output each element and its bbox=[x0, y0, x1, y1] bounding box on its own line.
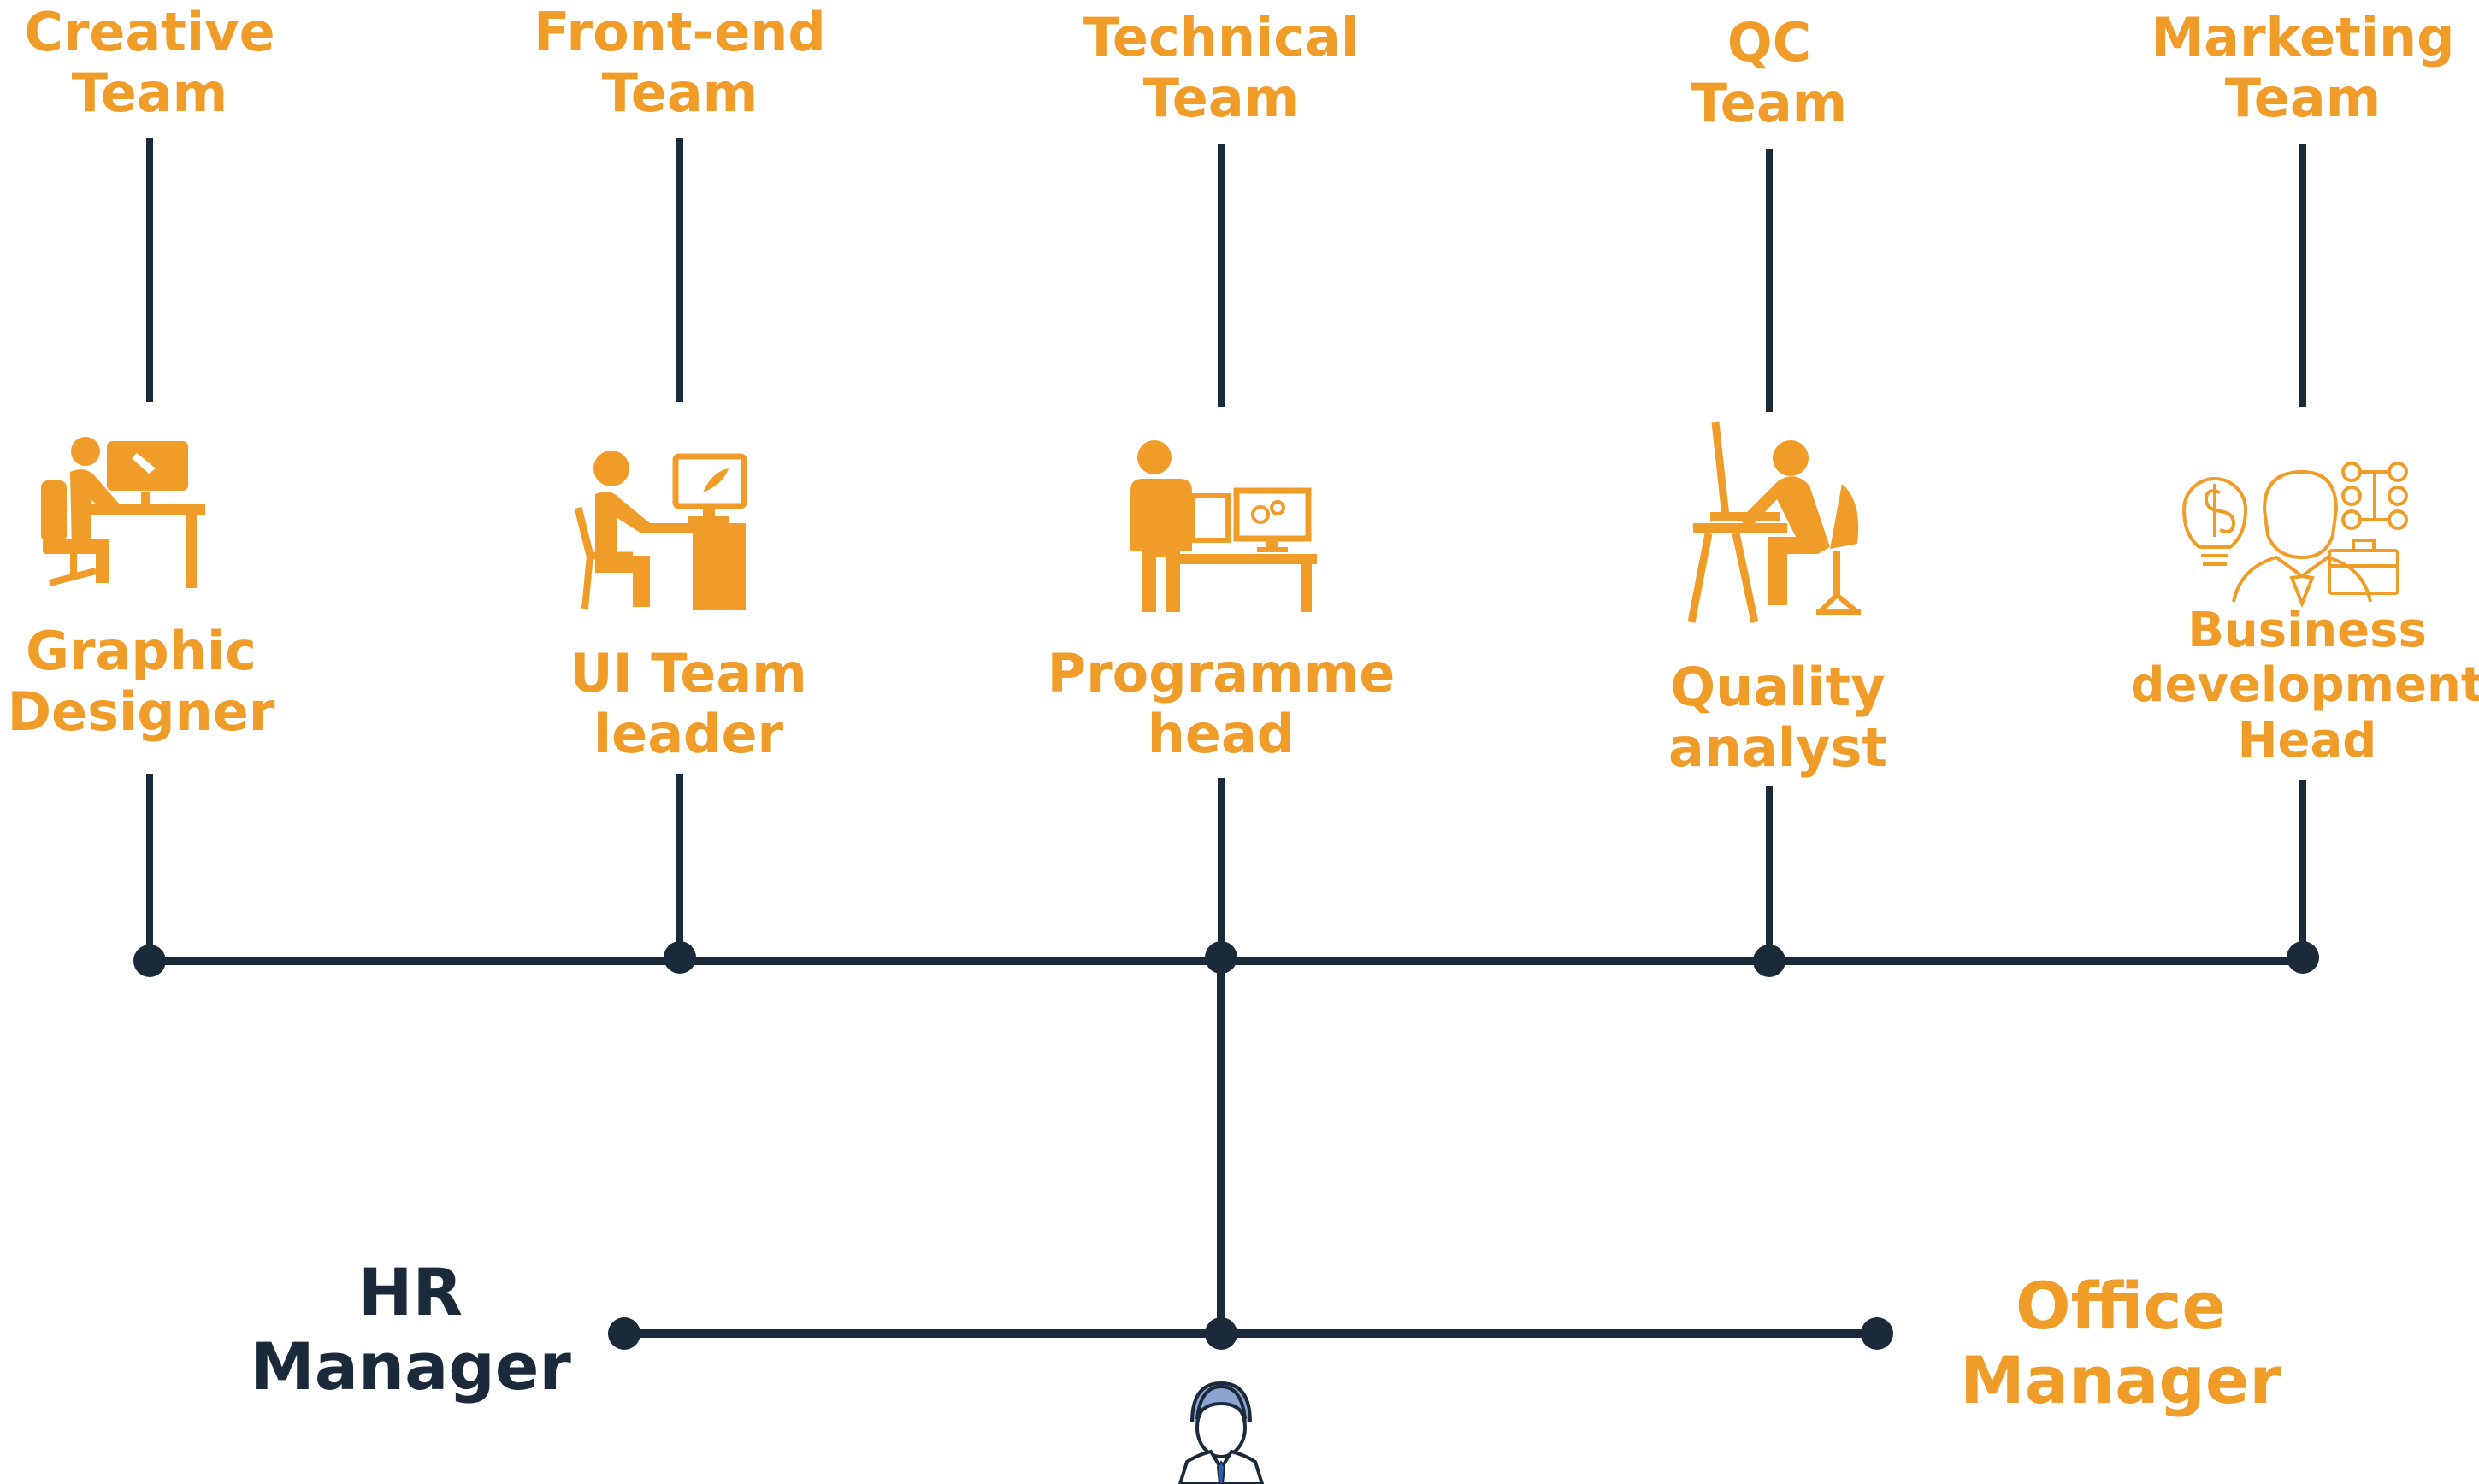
graphic-designer-icon bbox=[41, 437, 205, 588]
role-label-quality-analyst: Quality analyst bbox=[1632, 657, 1923, 779]
node-qc bbox=[1753, 945, 1785, 977]
team-label-marketing: Marketing Team bbox=[2132, 7, 2474, 129]
team-label-technical: Technical Team bbox=[1071, 7, 1371, 129]
role-label-programme-head: Programme head bbox=[1042, 643, 1401, 765]
team-label-line: Technical bbox=[1083, 6, 1360, 68]
team-label-line: QC bbox=[1726, 11, 1812, 74]
team-label-qc: QC Team bbox=[1641, 12, 1898, 134]
role-label-business-development-head: Business development Head bbox=[2106, 603, 2479, 768]
role-label-line: Designer bbox=[7, 680, 275, 744]
team-label-line: Front-end bbox=[534, 1, 826, 63]
role-label-line: leader bbox=[593, 703, 784, 766]
role-label-line: Graphic bbox=[26, 620, 257, 682]
programmer-icon bbox=[1129, 440, 1317, 612]
node-creative bbox=[133, 945, 166, 977]
role-label-line: Programme bbox=[1047, 642, 1396, 704]
role-label-line: Quality bbox=[1670, 656, 1886, 718]
executive-avatar-icon bbox=[1178, 1381, 1265, 1484]
role-label-line: UI Team bbox=[570, 642, 807, 704]
team-label-line: Team bbox=[2224, 67, 2382, 130]
node-center bbox=[1205, 1317, 1237, 1350]
team-label-creative: Creative Team bbox=[21, 2, 278, 124]
business-development-icon bbox=[2181, 462, 2408, 609]
role-label-ui-team-leader: UI Team leader bbox=[539, 643, 838, 765]
role-label-graphic-designer: Graphic Designer bbox=[4, 621, 278, 743]
team-label-line: Team bbox=[1691, 72, 1848, 135]
manager-label-line: Manager bbox=[1960, 1342, 2281, 1419]
office-manager-label: Office Manager bbox=[1924, 1269, 2317, 1418]
team-connectors bbox=[146, 138, 2306, 412]
team-label-line: Team bbox=[71, 62, 228, 125]
role-label-line: Head bbox=[2237, 712, 2377, 768]
manager-label-line: Manager bbox=[250, 1328, 571, 1405]
team-label-line: Team bbox=[1142, 67, 1300, 130]
node-office bbox=[1861, 1317, 1893, 1350]
manager-label-line: Office bbox=[2016, 1268, 2226, 1344]
node-hr bbox=[608, 1317, 640, 1350]
node-marketing bbox=[2287, 941, 2319, 974]
ui-team-leader-icon bbox=[574, 450, 747, 610]
role-connectors bbox=[146, 774, 2306, 961]
hr-manager-label: HR Manager bbox=[222, 1255, 599, 1404]
role-label-line: analyst bbox=[1667, 716, 1888, 780]
manager-label-line: HR bbox=[357, 1254, 463, 1330]
role-label-line: Business bbox=[2187, 603, 2427, 658]
team-label-line: Team bbox=[601, 62, 758, 125]
team-label-line: Creative bbox=[24, 1, 275, 63]
node-frontend bbox=[664, 941, 696, 974]
team-label-frontend: Front-end Team bbox=[530, 2, 829, 124]
team-label-line: Marketing bbox=[2151, 6, 2455, 68]
role-label-line: head bbox=[1147, 703, 1296, 766]
role-label-line: development bbox=[2130, 657, 2479, 714]
node-technical bbox=[1205, 941, 1237, 974]
quality-analyst-icon bbox=[1687, 421, 1861, 623]
nodes bbox=[133, 941, 2319, 1350]
